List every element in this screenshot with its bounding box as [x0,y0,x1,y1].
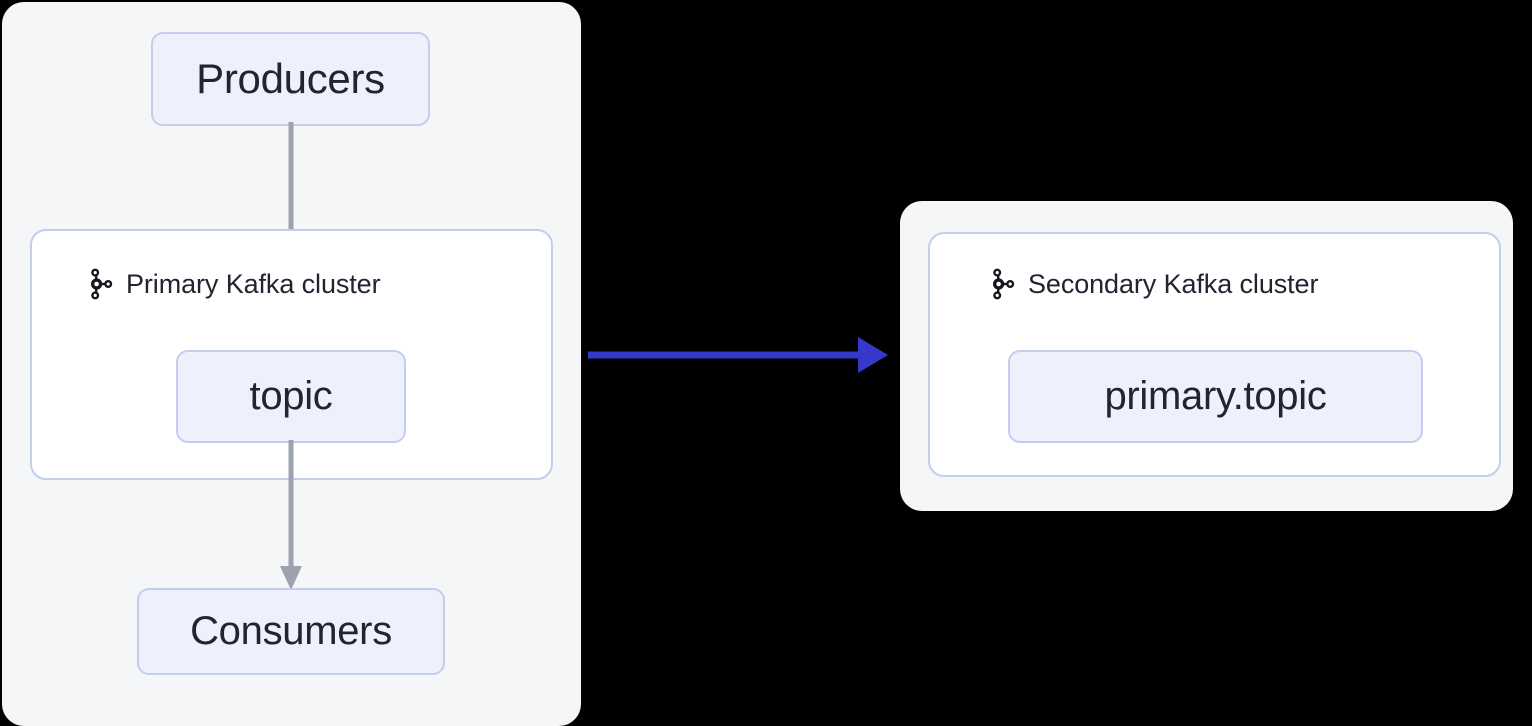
producers-node[interactable]: Producers [151,32,430,126]
secondary-cluster-header: Secondary Kafka cluster [990,268,1318,300]
primary-topic-label: topic [249,374,333,418]
primary-topic-node[interactable]: topic [176,350,406,443]
consumers-node[interactable]: Consumers [137,588,445,675]
kafka-logo-icon [91,268,113,300]
primary-cluster-label: Primary Kafka cluster [126,269,381,299]
secondary-replicated-topic-node[interactable]: primary.topic [1008,350,1423,443]
kafka-logo-icon [993,268,1015,300]
secondary-replicated-topic-label: primary.topic [1104,374,1327,418]
primary-cluster-header: Primary Kafka cluster [88,268,381,300]
producers-label: Producers [196,55,385,102]
arrow-replication-primary-to-secondary [588,337,888,373]
secondary-cluster-label: Secondary Kafka cluster [1028,269,1319,299]
consumers-label: Consumers [190,609,392,653]
arrow-topic-to-consumers [280,440,302,590]
